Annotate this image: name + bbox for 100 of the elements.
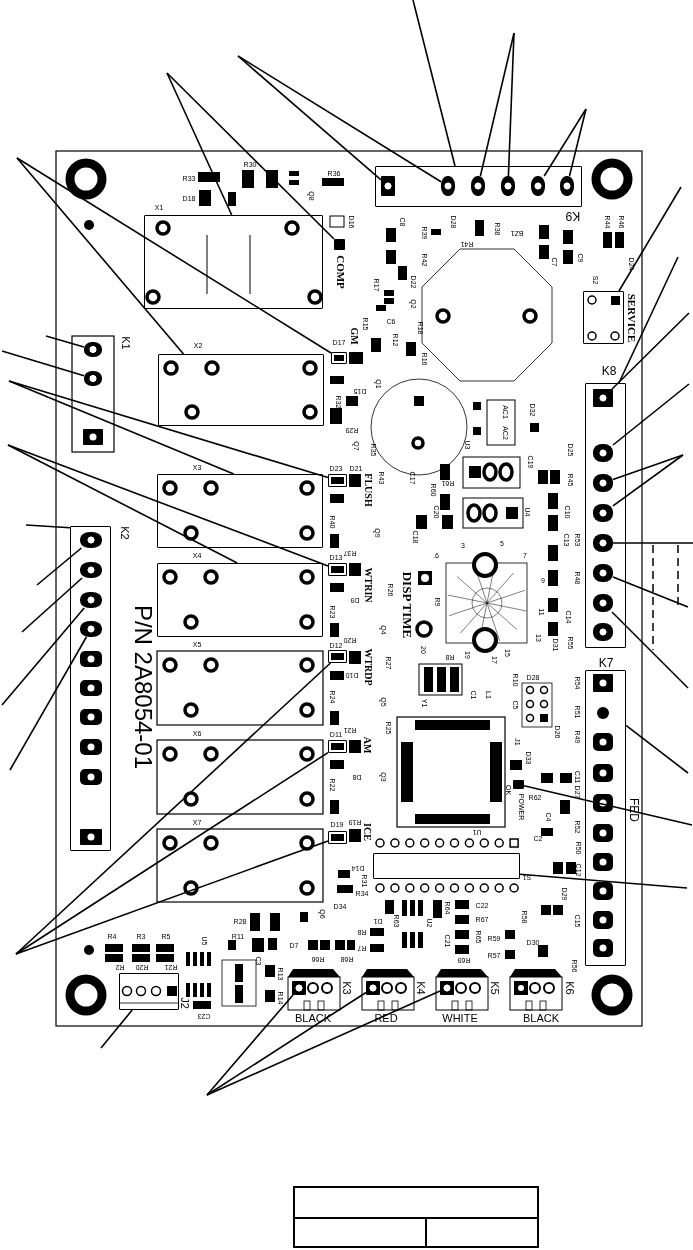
leader-line [7, 444, 238, 564]
silkscreen-label: J2 [178, 997, 190, 1009]
led-outline [328, 474, 347, 487]
relay-outline [157, 563, 323, 637]
silkscreen-label: K5 [488, 981, 500, 995]
leader-line [612, 576, 689, 608]
leader-line [611, 312, 690, 390]
pin-header [585, 670, 626, 966]
silkscreen-label: GM [349, 327, 359, 345]
silkscreen-label: K9 [565, 210, 581, 222]
silkscreen-label: SERVICE [625, 293, 637, 343]
leader-line [612, 383, 690, 446]
relay-outline [157, 474, 323, 548]
leader-line [25, 524, 71, 529]
relay-outline [158, 354, 324, 426]
led-outline [331, 352, 347, 364]
leader-line [612, 454, 684, 481]
leader-line [166, 72, 335, 240]
terminal-block [119, 973, 179, 1010]
leader-line [45, 335, 85, 348]
header-pin [559, 175, 574, 196]
silkscreen-label: K3 [340, 981, 352, 995]
led-outline [328, 831, 347, 844]
silkscreen-label: AM [362, 736, 372, 754]
silkscreen-label: K8 [601, 365, 617, 377]
solder-pad [513, 780, 524, 789]
silkscreen-label: K7 [598, 657, 614, 669]
leader-line [519, 873, 688, 889]
leader-line [16, 157, 332, 354]
silkscreen-label: FLUSH [363, 473, 373, 507]
leader-line [8, 380, 329, 479]
header-pin [79, 620, 102, 637]
silkscreen-label: K1 [119, 336, 131, 350]
leader-line [206, 990, 441, 1096]
leader-line [21, 577, 83, 633]
header-pin [84, 342, 102, 357]
header-pin [440, 175, 455, 196]
silkscreen-label: WTRIN [363, 567, 373, 603]
silkscreen-label: ICE [362, 823, 372, 841]
relay-outline [144, 215, 323, 309]
pin-header [375, 166, 582, 207]
header-pin [592, 473, 613, 492]
header-pin [470, 175, 485, 196]
leader-line [36, 547, 83, 586]
header-pin [84, 371, 102, 386]
leader-line [1, 350, 85, 377]
led-outline [328, 650, 347, 663]
header-pin [79, 591, 102, 608]
leader-line [612, 542, 693, 544]
header-pin [592, 503, 613, 522]
pin-header [70, 526, 111, 851]
leader-line [543, 108, 587, 177]
pin-header [585, 383, 626, 648]
part-number-label: P/N 2A8054-01 [131, 604, 155, 770]
silkscreen-label: BLACK [522, 1012, 560, 1024]
leader-line [523, 785, 693, 826]
leader-line [237, 55, 442, 183]
leader-line [237, 55, 382, 181]
header-pin [440, 981, 454, 995]
header-pin [366, 981, 380, 995]
header-pin [500, 175, 515, 196]
solder-pad [334, 239, 345, 250]
silkscreen-label: K2 [118, 526, 130, 540]
header-pin [592, 563, 613, 582]
leader-line [16, 157, 185, 355]
ic-socket [373, 853, 520, 879]
header-pin [79, 531, 102, 548]
header-pin [592, 593, 613, 612]
leader-line [625, 724, 689, 774]
header-pin [530, 175, 545, 196]
leader-line [618, 256, 679, 384]
silkscreen-label: K4 [414, 981, 426, 995]
switch-outline [583, 291, 624, 344]
leader-line [15, 662, 332, 955]
silkscreen-label: DISP TIME [400, 571, 414, 639]
silkscreen-label: FED [628, 798, 640, 822]
led-outline [328, 740, 347, 753]
leader-line [507, 32, 515, 177]
leader-line [9, 636, 88, 771]
silkscreen-label: COMP [334, 255, 346, 289]
leader-line [100, 1009, 133, 1049]
header-pin [592, 388, 613, 407]
silkscreen-label: WTRDP [363, 648, 373, 686]
leader-line [7, 444, 329, 567]
silkscreen-label: K6 [563, 981, 575, 995]
header-pin [592, 622, 613, 641]
leader-line [611, 611, 689, 689]
leader-line [206, 991, 367, 1096]
header-pin [592, 443, 613, 462]
silkscreen-label: WHITE [442, 1012, 478, 1024]
leader-line [618, 186, 682, 292]
leader-line [412, 0, 456, 167]
header-pin [592, 533, 613, 552]
led-outline [328, 563, 347, 576]
header-pin [79, 561, 102, 578]
leader-line [612, 454, 684, 507]
leader-line [1, 607, 85, 706]
leader-line [568, 108, 587, 177]
header-pin [380, 175, 395, 196]
leader-line [166, 72, 233, 216]
